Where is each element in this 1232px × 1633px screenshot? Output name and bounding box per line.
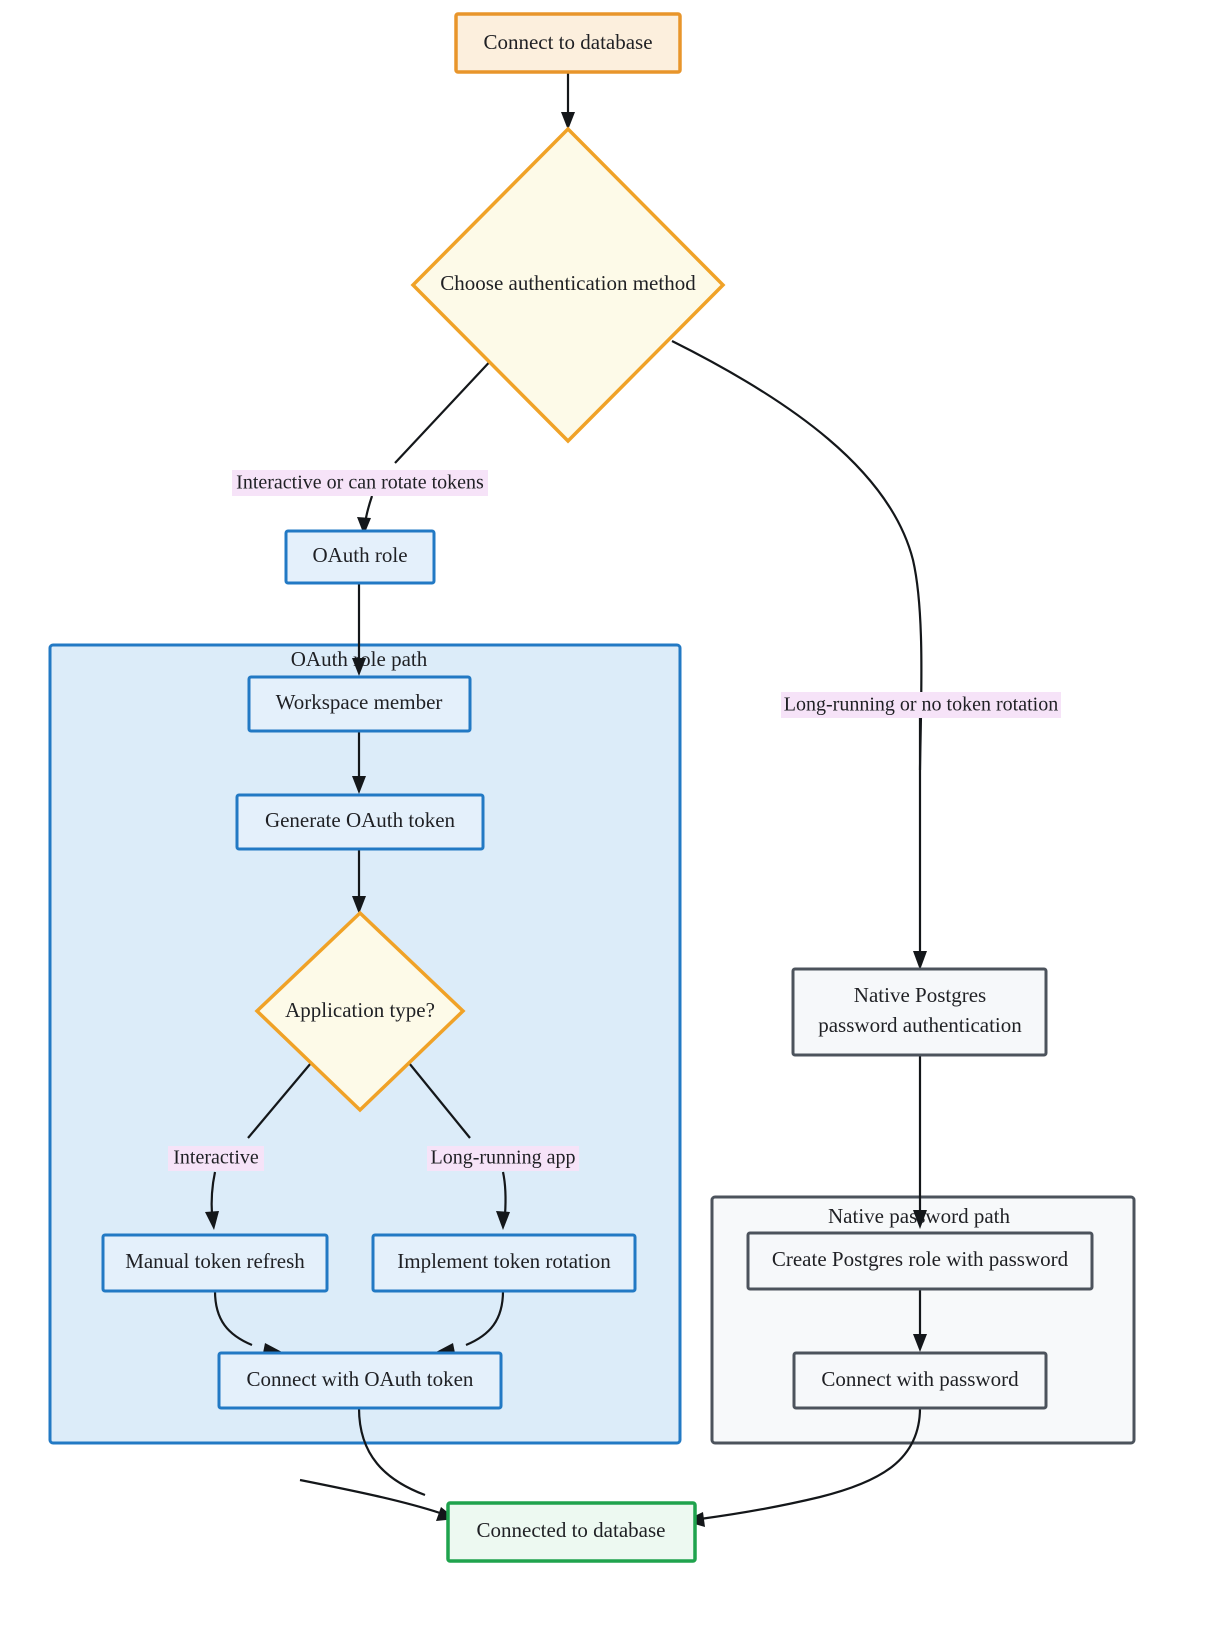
edge-label-long-running-no-rotation-text: Long-running or no token rotation: [784, 694, 1058, 716]
node-workspace-member-label: Workspace member: [276, 690, 443, 714]
node-connect-with-oauth-token-box[interactable]: [217, 1351, 503, 1410]
node-start[interactable]: Connect to database: [454, 12, 682, 74]
node-choose-authentication-method-label: Choose authentication method: [440, 271, 696, 295]
edge-generate-token-to-application-type: [352, 849, 366, 914]
node-oauth-role-label: OAuth role: [312, 543, 407, 567]
node-oauth-role-box[interactable]: [284, 529, 436, 585]
edge-choose-to-native-postgres: [671, 340, 927, 970]
edge-create-role-to-connect-password: [913, 1289, 927, 1352]
node-native-postgres-password-auth[interactable]: Native Postgres password authentication: [791, 967, 1048, 1057]
node-native-postgres-password-auth-box[interactable]: [791, 967, 1048, 1057]
edge-choose-to-oauth-role: [357, 354, 497, 535]
node-application-type[interactable]: Application type?: [254, 910, 466, 1113]
node-manual-token-refresh-box[interactable]: [101, 1233, 329, 1293]
node-connect-with-password[interactable]: Connect with password: [792, 1351, 1048, 1410]
node-manual-token-refresh[interactable]: Manual token refresh: [101, 1233, 329, 1293]
node-generate-oauth-token-box[interactable]: [235, 793, 485, 851]
node-implement-token-rotation-box[interactable]: [371, 1233, 637, 1293]
node-connect-with-password-label: Connect with password: [821, 1367, 1019, 1391]
node-manual-token-refresh-label: Manual token refresh: [125, 1249, 305, 1273]
edge-label-interactive-text: Interactive: [173, 1147, 259, 1169]
edge-label-long-running-app-bg: [427, 1146, 579, 1171]
node-connected-to-database-box[interactable]: [446, 1501, 697, 1563]
edge-label-interactive-or-rotate: Interactive or can rotate tokens: [232, 470, 488, 496]
edge-workspace-member-to-generate-token: [352, 731, 366, 794]
edge-application-type-to-manual-refresh: [205, 1062, 312, 1230]
edge-label-long-running-no-rotation: Long-running or no token rotation: [781, 692, 1061, 718]
node-generate-oauth-token[interactable]: Generate OAuth token: [235, 793, 485, 851]
node-application-type-label: Application type?: [285, 998, 435, 1022]
edge-label-interactive: Interactive: [168, 1146, 264, 1171]
node-implement-token-rotation-label: Implement token rotation: [397, 1249, 611, 1273]
edge-application-type-to-token-rotation: [408, 1062, 510, 1230]
node-connect-with-oauth-token-label: Connect with OAuth token: [247, 1367, 474, 1391]
node-application-type-diamond[interactable]: [254, 910, 466, 1113]
node-connect-with-password-box[interactable]: [792, 1351, 1048, 1410]
node-start-label: Connect to database: [483, 30, 652, 54]
node-create-postgres-role-with-password-label: Create Postgres role with password: [772, 1247, 1069, 1271]
node-connected-to-database[interactable]: Connected to database: [446, 1501, 697, 1563]
node-native-postgres-password-auth-label-line1: Native Postgres: [854, 983, 986, 1007]
node-start-box[interactable]: [454, 12, 682, 74]
edge-native-postgres-to-create-role: [913, 1055, 927, 1229]
node-create-postgres-role-with-password[interactable]: Create Postgres role with password: [746, 1231, 1094, 1291]
node-workspace-member-box[interactable]: [247, 675, 472, 733]
edge-label-interactive-or-rotate-text: Interactive or can rotate tokens: [236, 472, 484, 494]
node-create-postgres-role-with-password-box[interactable]: [746, 1231, 1094, 1291]
node-native-postgres-password-auth-label-line2: password authentication: [818, 1013, 1022, 1037]
edge-start-to-choose: [561, 72, 575, 130]
node-connect-with-oauth-token[interactable]: Connect with OAuth token: [217, 1351, 503, 1410]
node-choose-authentication-method-diamond[interactable]: [410, 126, 726, 444]
node-choose-authentication-method[interactable]: Choose authentication method: [410, 126, 726, 444]
node-implement-token-rotation[interactable]: Implement token rotation: [371, 1233, 637, 1293]
node-oauth-role[interactable]: OAuth role: [284, 529, 436, 585]
edge-label-interactive-or-rotate-bg: [232, 470, 488, 496]
edge-label-long-running-app: Long-running app: [427, 1146, 579, 1171]
edge-label-interactive-bg: [168, 1146, 264, 1171]
node-workspace-member[interactable]: Workspace member: [247, 675, 472, 733]
edge-label-long-running-no-rotation-bg: [781, 692, 1061, 718]
edge-oauth-role-to-workspace-member: [352, 583, 366, 676]
node-generate-oauth-token-label: Generate OAuth token: [265, 808, 456, 832]
node-connected-to-database-label: Connected to database: [477, 1518, 666, 1542]
edge-label-long-running-app-text: Long-running app: [431, 1147, 576, 1169]
